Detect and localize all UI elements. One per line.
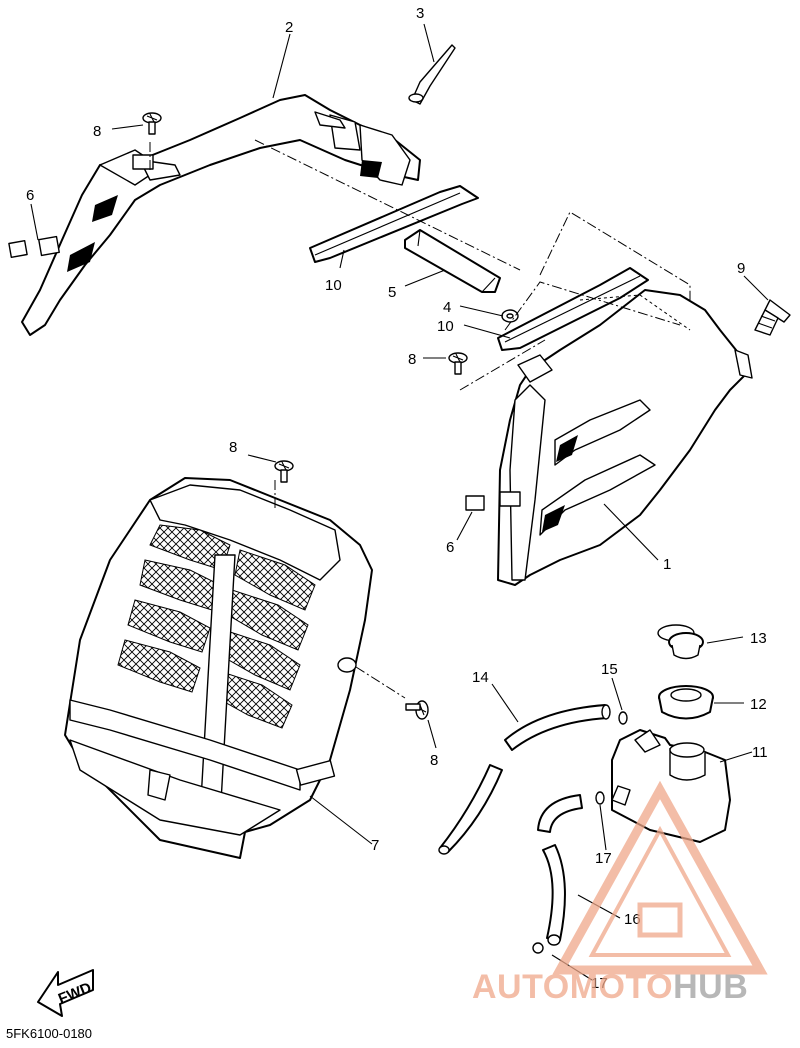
callout-14: 14 [472,669,489,686]
clip-nut-left [8,154,154,258]
callout-11: 11 [752,744,768,761]
callout-2: 2 [285,19,293,36]
callout-17: 17 [591,975,608,992]
callout-8: 8 [229,439,237,456]
callout-15: 15 [601,661,618,678]
svg-text:AUTOMOTOHUB: AUTOMOTOHUB [472,968,748,1006]
screw-8-middle [448,352,468,375]
side-cowl-1 [497,289,753,586]
upper-cowl-part [21,94,421,336]
callout-8: 8 [430,752,438,769]
callout-13: 13 [750,630,767,647]
callout-8: 8 [408,351,416,368]
watermark-auto: AUTO [472,968,570,1006]
callout-9: 9 [737,260,745,277]
cap-13 [657,624,704,660]
screw-8-grille-right [405,700,429,720]
cap-12 [658,685,714,720]
trim-strip-10-lower [497,267,649,351]
clamps [532,711,628,954]
radiator-grille-7 [64,477,373,859]
screw-8-top [142,112,162,135]
diagram-code: 5FK6100-0180 [6,1026,93,1041]
callout-6: 6 [446,539,454,556]
callout-8: 8 [93,123,101,140]
reservoir-tank-11 [611,729,731,843]
callout-6: 6 [26,187,34,204]
callout-3: 3 [416,5,424,22]
screw-8-grille-top [274,460,294,483]
callout-10: 10 [325,277,342,294]
reference-lines [149,139,691,699]
hose-16 [537,794,583,946]
callout-16: 16 [624,911,641,928]
callout-12: 12 [750,696,767,713]
callout-1: 1 [663,556,671,573]
callout-5: 5 [388,284,396,301]
rivet-3 [408,44,456,105]
bolt-9 [754,299,791,336]
hose-14 [438,704,611,855]
callout-4: 4 [443,299,451,316]
trim-strip-10-upper [309,185,479,263]
callout-labels: 2 3 8 6 10 5 4 10 8 9 8 6 1 13 14 15 12 … [26,5,768,992]
fwd-arrow-icon: FWD [37,969,94,1017]
watermark-logo: AUTOMOTOHUB [472,780,768,1006]
nut-4 [501,309,519,323]
watermark-hub: HUB [673,968,748,1006]
callout-10: 10 [437,318,454,335]
callout-7: 7 [371,837,379,854]
watermark-moto: MOTO [570,968,673,1006]
callout-17: 17 [595,850,612,867]
pad-5 [404,229,501,293]
clip-nut-right [465,491,521,511]
